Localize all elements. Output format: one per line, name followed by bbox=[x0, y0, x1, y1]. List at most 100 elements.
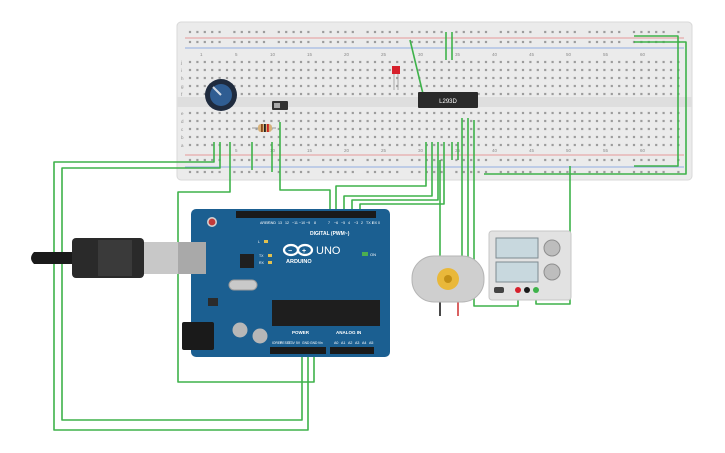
breadboard-hole[interactable] bbox=[322, 92, 325, 96]
breadboard-hole[interactable] bbox=[410, 30, 414, 34]
breadboard-hole[interactable] bbox=[425, 119, 428, 123]
breadboard-hole[interactable] bbox=[314, 119, 317, 123]
breadboard-hole[interactable] bbox=[240, 119, 243, 123]
breadboard-hole[interactable] bbox=[462, 84, 465, 88]
breadboard-hole[interactable] bbox=[396, 60, 399, 64]
wire-gnd-outer[interactable] bbox=[53, 142, 309, 431]
breadboard-hole[interactable] bbox=[484, 119, 488, 123]
breadboard-hole[interactable] bbox=[558, 76, 562, 80]
breadboard-hole[interactable] bbox=[603, 40, 606, 44]
breadboard-hole[interactable] bbox=[484, 170, 488, 174]
breadboard-hole[interactable] bbox=[336, 119, 340, 123]
breadboard-hole[interactable] bbox=[240, 127, 243, 131]
breadboard-hole[interactable] bbox=[396, 40, 399, 44]
breadboard-hole[interactable] bbox=[603, 76, 606, 80]
breadboard-hole[interactable] bbox=[277, 92, 280, 96]
breadboard-hole[interactable] bbox=[344, 170, 347, 174]
breadboard-hole[interactable] bbox=[655, 30, 658, 34]
breadboard-hole[interactable] bbox=[418, 111, 421, 115]
breadboard-hole[interactable] bbox=[595, 111, 599, 115]
breadboard-hole[interactable] bbox=[366, 40, 369, 44]
breadboard-hole[interactable] bbox=[492, 84, 495, 88]
breadboard-hole[interactable] bbox=[536, 92, 539, 96]
breadboard-hole[interactable] bbox=[240, 92, 243, 96]
breadboard-hole[interactable] bbox=[277, 127, 280, 131]
breadboard-hole[interactable] bbox=[240, 76, 243, 80]
breadboard-hole[interactable] bbox=[551, 68, 554, 72]
breadboard-hole[interactable] bbox=[462, 158, 465, 162]
breadboard-hole[interactable] bbox=[647, 84, 650, 88]
breadboard-hole[interactable] bbox=[285, 60, 288, 64]
breadboard-hole[interactable] bbox=[299, 127, 303, 131]
breadboard-hole[interactable] bbox=[521, 111, 525, 115]
breadboard-hole[interactable] bbox=[196, 158, 199, 162]
breadboard-hole[interactable] bbox=[588, 170, 591, 174]
breadboard-hole[interactable] bbox=[425, 68, 428, 72]
breadboard-hole[interactable] bbox=[558, 135, 562, 139]
breadboard-hole[interactable] bbox=[573, 135, 576, 139]
breadboard-hole[interactable] bbox=[462, 143, 465, 147]
breadboard-hole[interactable] bbox=[595, 60, 599, 64]
breadboard-hole[interactable] bbox=[507, 158, 510, 162]
breadboard-hole[interactable] bbox=[307, 60, 310, 64]
breadboard-hole[interactable] bbox=[248, 60, 251, 64]
breadboard-hole[interactable] bbox=[336, 84, 340, 88]
breadboard-hole[interactable] bbox=[662, 84, 665, 88]
breadboard-hole[interactable] bbox=[470, 127, 473, 131]
breadboard-hole[interactable] bbox=[492, 143, 495, 147]
breadboard-hole[interactable] bbox=[551, 135, 554, 139]
breadboard-hole[interactable] bbox=[455, 40, 458, 44]
breadboard-hole[interactable] bbox=[211, 127, 214, 131]
breadboard-hole[interactable] bbox=[262, 30, 266, 34]
breadboard-hole[interactable] bbox=[618, 30, 621, 34]
breadboard-hole[interactable] bbox=[292, 60, 295, 64]
breadboard-hole[interactable] bbox=[544, 119, 547, 123]
breadboard-hole[interactable] bbox=[218, 127, 221, 131]
breadboard-hole[interactable] bbox=[507, 68, 510, 72]
breadboard-hole[interactable] bbox=[255, 92, 258, 96]
breadboard-hole[interactable] bbox=[322, 135, 325, 139]
breadboard-hole[interactable] bbox=[418, 60, 421, 64]
breadboard-hole[interactable] bbox=[558, 143, 562, 147]
breadboard-hole[interactable] bbox=[366, 158, 369, 162]
breadboard-hole[interactable] bbox=[433, 76, 436, 80]
breadboard-hole[interactable] bbox=[262, 60, 266, 64]
breadboard-hole[interactable] bbox=[588, 76, 591, 80]
breadboard-hole[interactable] bbox=[655, 76, 658, 80]
breadboard-hole[interactable] bbox=[233, 127, 236, 131]
breadboard-hole[interactable] bbox=[307, 30, 310, 34]
breadboard-hole[interactable] bbox=[218, 60, 221, 64]
breadboard-hole[interactable] bbox=[588, 40, 591, 44]
breadboard-hole[interactable] bbox=[536, 111, 539, 115]
breadboard-hole[interactable] bbox=[618, 143, 621, 147]
breadboard-hole[interactable] bbox=[595, 170, 599, 174]
breadboard-hole[interactable] bbox=[477, 127, 480, 131]
breadboard-hole[interactable] bbox=[507, 84, 510, 88]
breadboard-hole[interactable] bbox=[662, 158, 665, 162]
breadboard-hole[interactable] bbox=[396, 170, 399, 174]
breadboard-hole[interactable] bbox=[647, 30, 650, 34]
breadboard-hole[interactable] bbox=[381, 76, 384, 80]
breadboard-hole[interactable] bbox=[329, 170, 332, 174]
breadboard-hole[interactable] bbox=[588, 60, 591, 64]
breadboard-hole[interactable] bbox=[625, 92, 628, 96]
breadboard-hole[interactable] bbox=[662, 60, 665, 64]
reset-button[interactable] bbox=[208, 218, 216, 226]
breadboard-hole[interactable] bbox=[581, 143, 584, 147]
breadboard-hole[interactable] bbox=[285, 135, 288, 139]
breadboard-hole[interactable] bbox=[514, 40, 517, 44]
breadboard-hole[interactable] bbox=[366, 68, 369, 72]
breadboard-hole[interactable] bbox=[558, 158, 562, 162]
analog-header[interactable] bbox=[330, 347, 374, 354]
breadboard-hole[interactable] bbox=[514, 30, 517, 34]
breadboard-hole[interactable] bbox=[595, 76, 599, 80]
breadboard-hole[interactable] bbox=[351, 170, 354, 174]
breadboard-hole[interactable] bbox=[484, 84, 488, 88]
breadboard-hole[interactable] bbox=[344, 60, 347, 64]
breadboard-hole[interactable] bbox=[595, 68, 599, 72]
breadboard-hole[interactable] bbox=[203, 170, 206, 174]
breadboard-hole[interactable] bbox=[277, 111, 280, 115]
breadboard-hole[interactable] bbox=[640, 119, 643, 123]
breadboard-hole[interactable] bbox=[470, 84, 473, 88]
breadboard-hole[interactable] bbox=[233, 111, 236, 115]
